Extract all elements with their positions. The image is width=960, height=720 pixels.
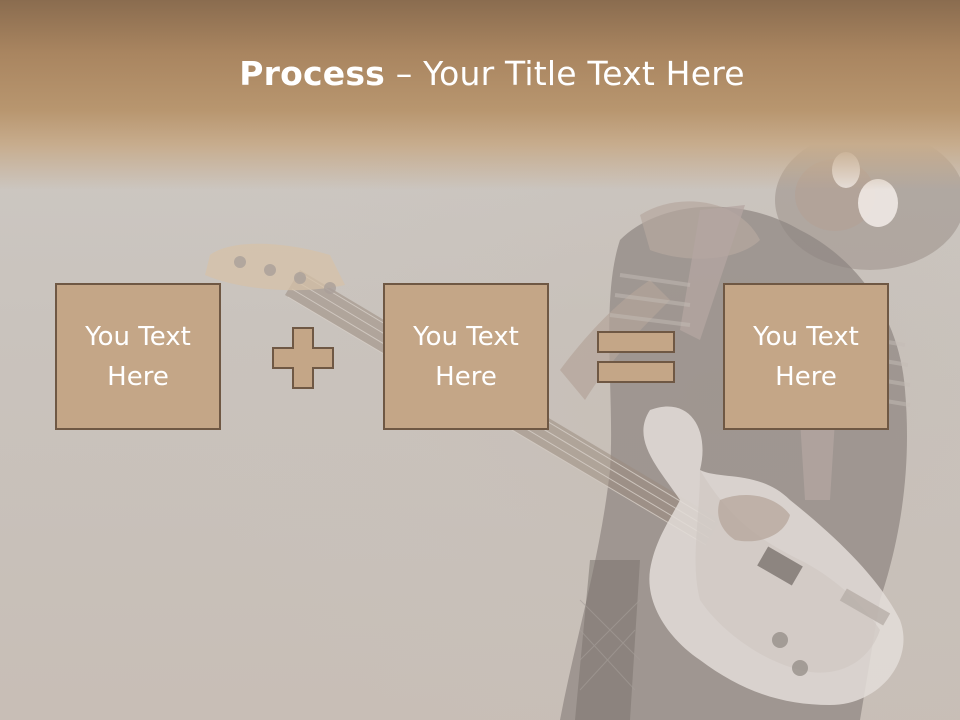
process-box-1[interactable]: You Text Here — [55, 283, 221, 430]
process-box-2[interactable]: You Text Here — [383, 283, 549, 430]
header-band — [0, 0, 960, 190]
equals-icon — [597, 331, 675, 383]
slide-title: Process – Your Title Text Here — [0, 54, 960, 93]
process-box-3-label: You Text Here — [753, 321, 859, 392]
process-box-3[interactable]: You Text Here — [723, 283, 889, 430]
process-box-1-label: You Text Here — [85, 321, 191, 392]
plus-icon — [272, 327, 334, 389]
title-rest: – Your Title Text Here — [385, 54, 745, 93]
process-box-2-label: You Text Here — [413, 321, 519, 392]
title-bold: Process — [239, 54, 386, 93]
